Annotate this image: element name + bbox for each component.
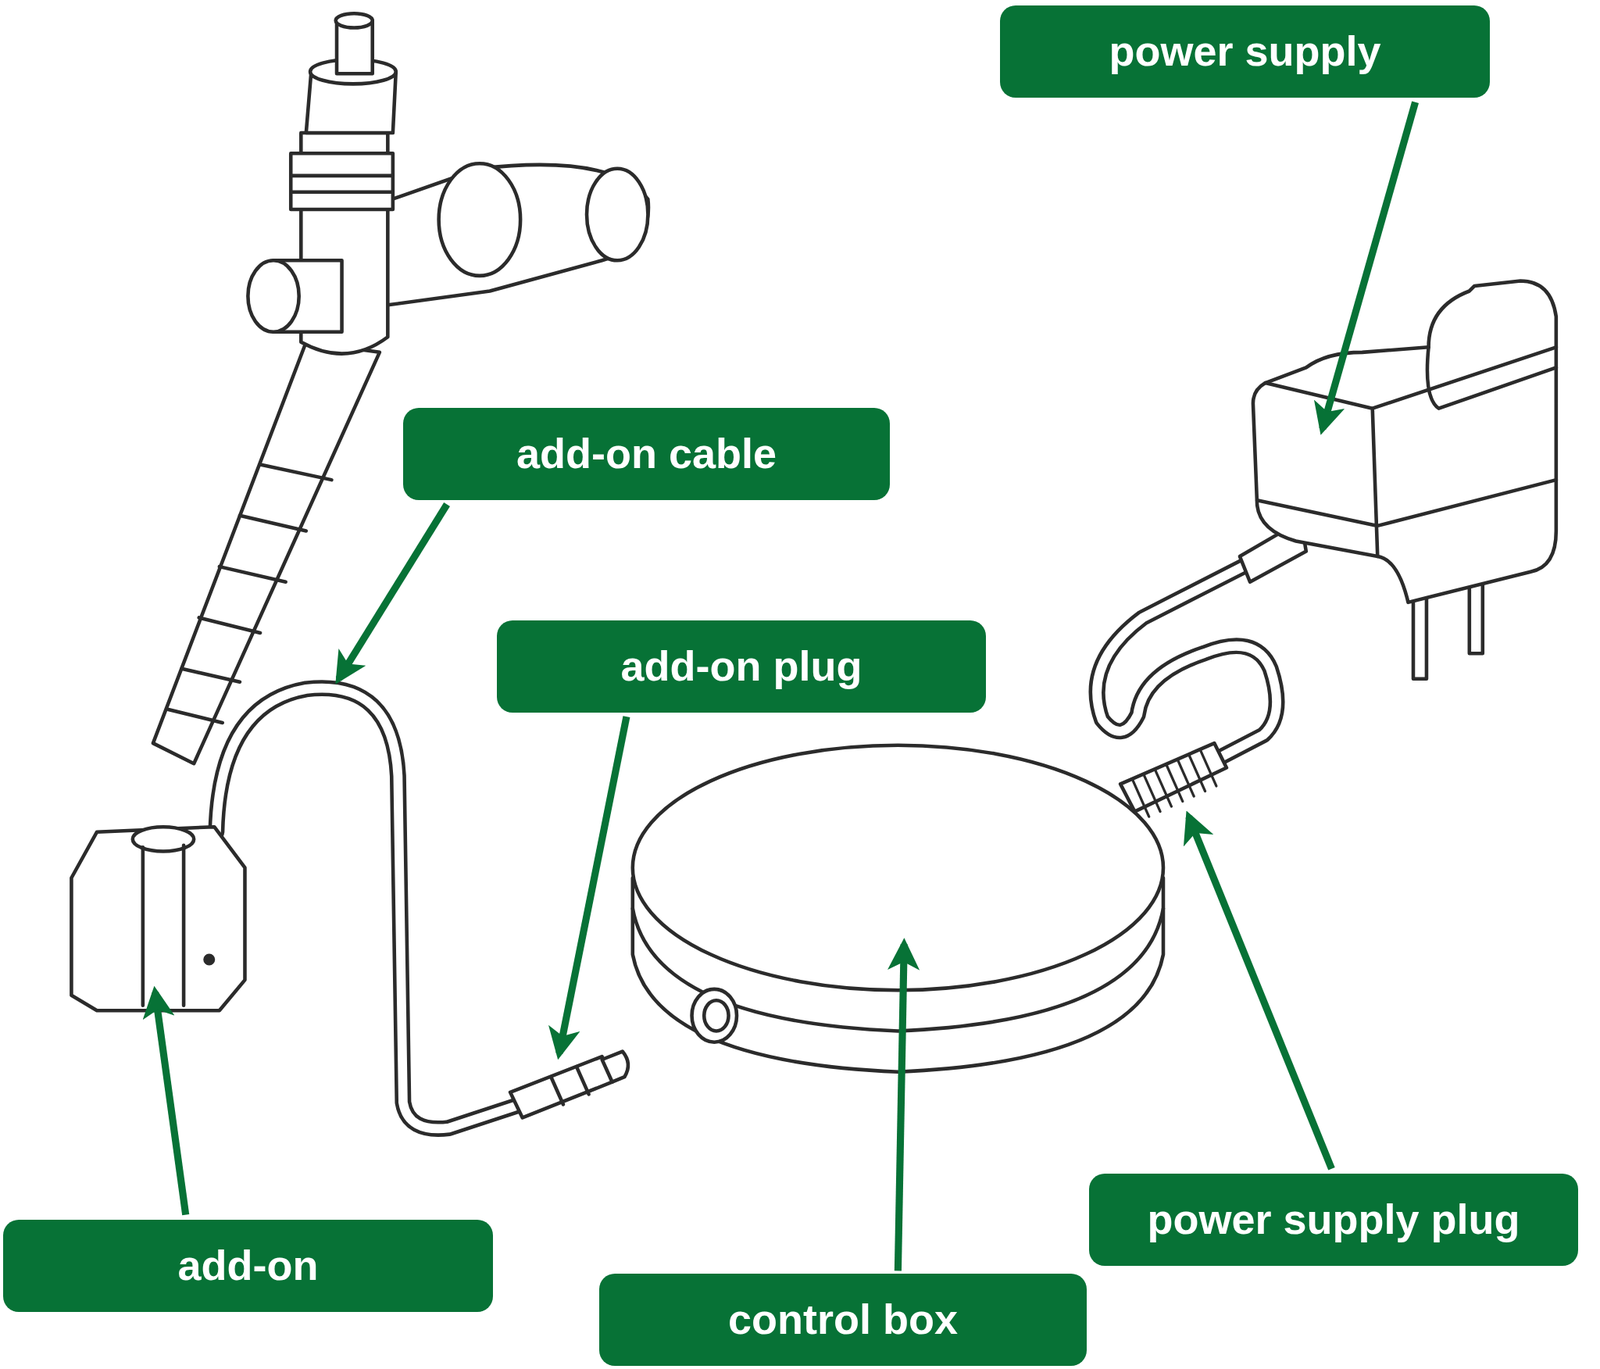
label-box: power supply bbox=[1000, 5, 1490, 98]
thread-line bbox=[1189, 753, 1206, 791]
label-box: power supply plug bbox=[1089, 1173, 1579, 1266]
part-label: control box bbox=[728, 1296, 958, 1343]
collar bbox=[290, 153, 393, 210]
label-box: add-on cable bbox=[403, 407, 890, 500]
power-supply bbox=[1253, 280, 1557, 602]
leader-arrows bbox=[155, 102, 1416, 1272]
left-port-end bbox=[247, 260, 299, 332]
part-label: add-on bbox=[178, 1242, 319, 1289]
add-on bbox=[71, 826, 245, 1011]
label-box: add-on bbox=[3, 1219, 493, 1312]
add-on-cable bbox=[216, 688, 521, 1129]
add-on-socket bbox=[692, 989, 737, 1043]
label-box: control box bbox=[599, 1273, 1087, 1366]
power-supply-plug bbox=[1120, 742, 1227, 812]
add-on-plug bbox=[510, 1056, 613, 1118]
thread-line bbox=[1155, 769, 1172, 807]
thread-line bbox=[1132, 779, 1150, 817]
part-label: power supply bbox=[1108, 28, 1381, 75]
thread-line bbox=[1143, 775, 1161, 812]
power-cable bbox=[1096, 566, 1277, 761]
part-label: power supply plug bbox=[1146, 1196, 1520, 1243]
label-box: add-on plug bbox=[496, 620, 986, 713]
part-label: add-on plug bbox=[621, 642, 863, 690]
thread-line bbox=[1200, 749, 1217, 786]
thread-line bbox=[1166, 764, 1183, 802]
side-port-end bbox=[586, 168, 648, 261]
side-port-ring bbox=[439, 163, 521, 276]
thread-line bbox=[1177, 759, 1194, 797]
part-label: add-on cable bbox=[516, 430, 777, 477]
